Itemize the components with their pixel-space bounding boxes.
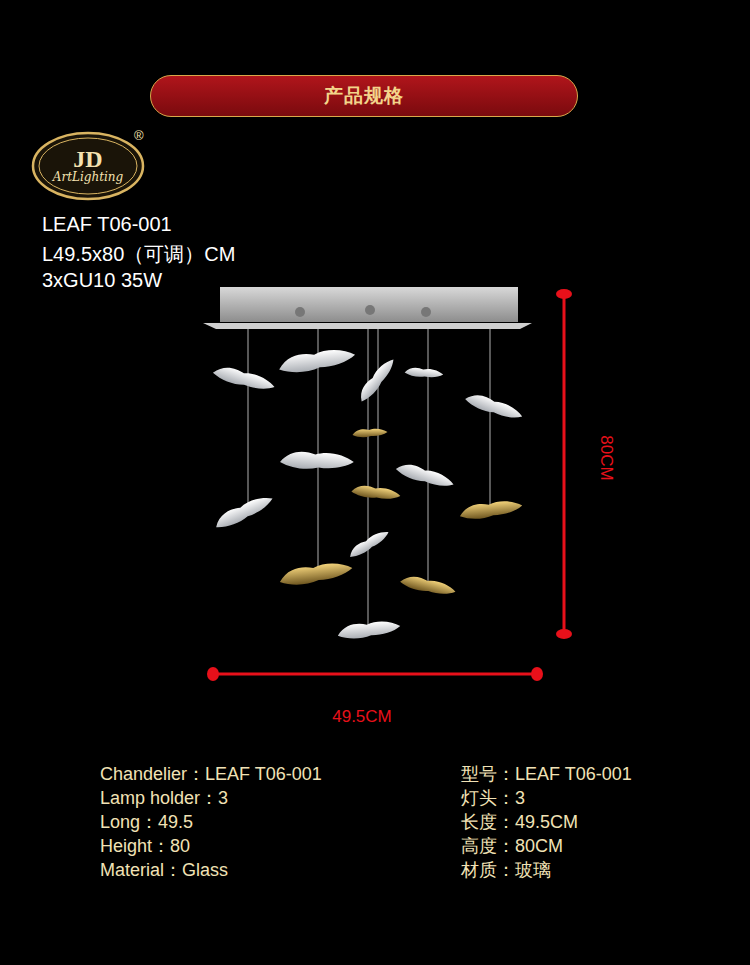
height-dimension: 80CM [596, 435, 616, 480]
spec-line: Long：49.5 [100, 810, 193, 834]
spec-line: 型号：LEAF T06-001 [461, 762, 632, 786]
spec-line: 高度：80CM [461, 834, 563, 858]
spec-line: Height：80 [100, 834, 190, 858]
title-banner: 产品规格 [150, 75, 578, 117]
size-spec: L49.5x80（可调）CM [42, 241, 235, 268]
spec-line: 材质：玻璃 [461, 858, 551, 882]
brand-logo: JDArtLighting [30, 130, 146, 202]
node-heading: JD [73, 147, 102, 171]
node-subtext: ArtLighting [53, 171, 124, 184]
model-number: LEAF T06-001 [42, 213, 172, 236]
registered-mark: ® [134, 128, 144, 143]
spec-line: Chandelier：LEAF T06-001 [100, 762, 322, 786]
bulb-spec: 3xGU10 35W [42, 269, 162, 292]
width-dimension: 49.5CM [332, 707, 392, 727]
spec-line: 长度：49.5CM [461, 810, 578, 834]
spec-line: 灯头：3 [461, 786, 525, 810]
node-heading: 产品规格 [324, 83, 404, 109]
spec-line: Material：Glass [100, 858, 228, 882]
spec-line: Lamp holder：3 [100, 786, 228, 810]
